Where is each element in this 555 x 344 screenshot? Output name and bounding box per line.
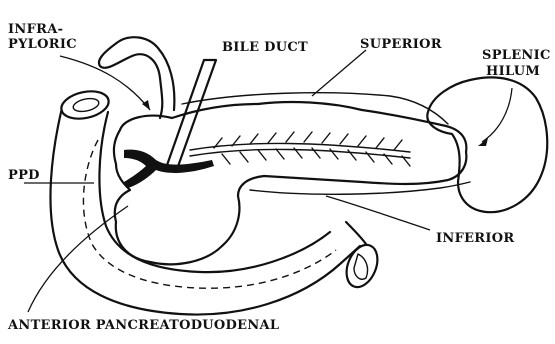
gallbladder-outline: [99, 37, 174, 118]
label-infrapyloric-line2: PYLORIC: [8, 37, 77, 52]
pyloric-cut-end: [59, 87, 111, 122]
label-anterior-pancreatoduodenal: ANTERIOR PANCREATODUODENAL: [8, 318, 279, 333]
pancreas-outline: [114, 102, 466, 264]
label-infrapyloric-line1: INFRA-: [8, 22, 63, 37]
gastroduodenal-vessel: [124, 150, 214, 188]
duodenum-inner-wall: [99, 112, 330, 272]
splenic-hilum-leader: [482, 88, 512, 142]
anterior-pancreatoduodenal-leader: [28, 206, 128, 312]
label-splenic-hilum-line2: HILUM: [486, 64, 540, 79]
main-duct-lower: [190, 149, 410, 158]
superior-vessel-line: [182, 93, 448, 124]
duodenum-outer-wall: [50, 108, 360, 315]
inferior-leader: [326, 196, 430, 230]
duct-branches-top: [214, 132, 402, 150]
label-ppd: PPD: [8, 168, 40, 183]
inferior-vessel-line: [250, 182, 470, 194]
superior-leader: [312, 50, 366, 96]
label-inferior: INFERIOR: [436, 231, 515, 246]
label-splenic-hilum-line1: SPLENIC: [482, 48, 551, 63]
label-superior: SUPERIOR: [360, 37, 442, 52]
pancreatic-duct: [190, 132, 410, 166]
label-bile-duct: BILE DUCT: [222, 40, 308, 55]
duodenum-far-wall: [346, 222, 366, 244]
spleen-outline: [427, 77, 547, 212]
duodenum: [50, 87, 383, 314]
gallbladder-and-bile-duct: [99, 37, 216, 172]
distal-duodenum-cut-end: [341, 240, 383, 291]
